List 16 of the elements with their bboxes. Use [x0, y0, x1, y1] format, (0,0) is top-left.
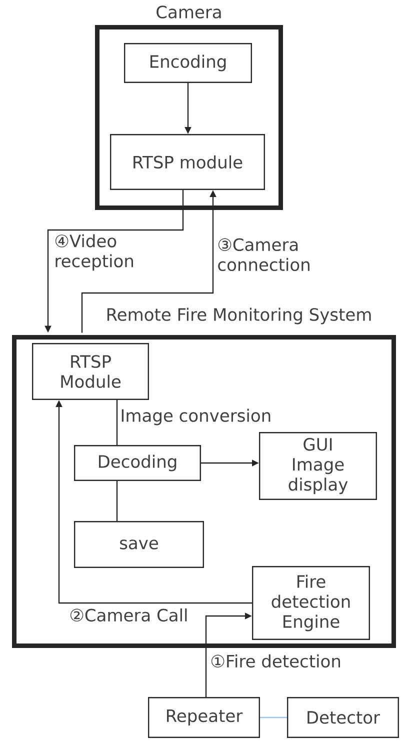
process-box: Decoding: [74, 445, 201, 481]
edge-label: ①Fire detection: [211, 654, 340, 668]
process-box: save: [74, 521, 204, 568]
process-box: RTSP Module: [32, 343, 149, 400]
process-box: Fire detection Engine: [252, 566, 370, 640]
box-title: Remote Fire Monitoring System: [107, 308, 371, 324]
box-title: Camera: [156, 6, 221, 18]
edge-label: ④Video reception: [55, 234, 133, 271]
process-box: GUI Image display: [259, 432, 377, 500]
edge-label: ③Camera connection: [218, 238, 310, 272]
process-box: Detector: [286, 697, 399, 738]
process-box: Encoding: [124, 43, 252, 83]
edge-label: Image conversion: [122, 408, 270, 426]
process-box: Repeater: [148, 697, 260, 738]
edge-label: ②Camera Call: [70, 608, 187, 622]
process-box: RTSP module: [110, 134, 265, 190]
